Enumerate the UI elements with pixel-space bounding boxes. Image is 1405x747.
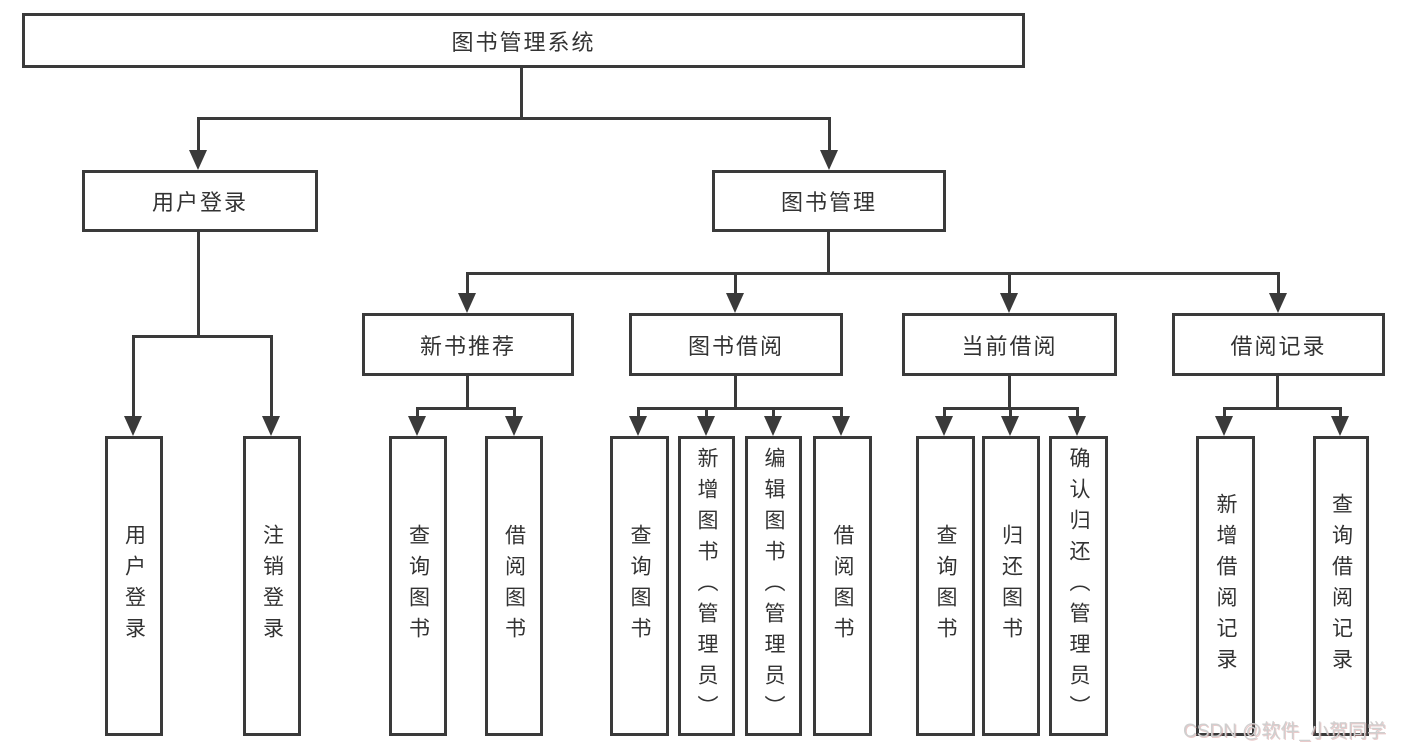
leaf-recommend-borrow-book-label: 借阅图书 [502,524,526,648]
connector-stub-bb-edit [772,407,775,418]
leaf-confirm-return-admin: 确认归还（管理员） [1049,436,1108,736]
connector-book-borrow-vertical [734,376,737,407]
connector-stub-recommend-borrow [513,407,516,418]
connector-stub-cb-query [943,407,946,418]
arrowhead-bb-edit [764,416,782,436]
arrowhead-leaf-logout [262,416,280,436]
arrowhead-book-management [820,150,838,170]
connector-stub-bb-query [637,407,640,418]
connector-root-horizontal [197,117,831,120]
node-library-system-label: 图书管理系统 [451,29,596,55]
connector-stub-bb-add [705,407,708,418]
connector-new-book-recommend-horizontal [416,407,516,410]
connector-stub-book-borrow [734,272,737,295]
leaf-recommend-query-book: 查询图书 [389,436,447,736]
connector-stub-br-add [1223,407,1226,418]
leaf-query-borrow-record-label: 查询借阅记录 [1329,493,1353,679]
connector-stub-bb-borrow [840,407,843,418]
node-library-system: 图书管理系统 [22,13,1025,68]
leaf-recommend-borrow-book: 借阅图书 [485,436,543,736]
leaf-edit-book-admin: 编辑图书（管理员） [745,436,802,736]
arrowhead-br-query [1331,416,1349,436]
connector-book-borrow-horizontal [637,407,843,410]
leaf-add-book-admin-label: 新增图书（管理员） [695,446,718,726]
arrowhead-bb-query [629,416,647,436]
arrowhead-leaf-user-login [124,416,142,436]
node-user-login-label: 用户登录 [151,190,248,215]
node-borrow-record: 借阅记录 [1172,313,1385,376]
node-borrow-record-label: 借阅记录 [1230,333,1327,359]
leaf-return-book: 归还图书 [982,436,1040,736]
leaf-logout: 注销登录 [243,436,301,736]
leaf-borrow-book: 借阅图书 [813,436,872,736]
node-new-book-recommend: 新书推荐 [362,313,574,376]
arrowhead-cb-return [1001,416,1019,436]
arrowhead-new-book-recommend [458,293,476,313]
connector-root-vertical [520,68,523,117]
leaf-add-book-admin: 新增图书（管理员） [678,436,735,736]
connector-stub-recommend-query [416,407,419,418]
leaf-borrow-query-book: 查询图书 [610,436,669,736]
connector-stub-user-login [197,117,200,153]
connector-book-management-horizontal [466,272,1280,275]
connector-stub-leaf-logout [270,335,273,418]
node-user-login: 用户登录 [82,170,318,232]
arrowhead-current-borrow [1000,293,1018,313]
node-current-borrow: 当前借阅 [902,313,1117,376]
node-book-management: 图书管理 [712,170,946,232]
leaf-edit-book-admin-label: 编辑图书（管理员） [762,446,785,726]
connector-stub-leaf-user-login [132,335,135,418]
arrowhead-book-borrow [726,293,744,313]
leaf-query-borrow-record: 查询借阅记录 [1313,436,1369,736]
connector-borrow-record-vertical [1276,376,1279,407]
node-new-book-recommend-label: 新书推荐 [419,333,516,359]
node-book-borrow-label: 图书借阅 [687,333,784,359]
arrowhead-user-login [189,150,207,170]
connector-current-borrow-vertical [1008,376,1011,407]
connector-stub-borrow-record [1277,272,1280,295]
arrowhead-cb-confirm [1068,416,1086,436]
leaf-user-login: 用户登录 [105,436,163,736]
connector-stub-new-book-recommend [466,272,469,295]
arrowhead-br-add [1215,416,1233,436]
connector-stub-cb-return [1009,407,1012,418]
arrowhead-bb-borrow [832,416,850,436]
connector-user-login-horizontal [132,335,273,338]
arrowhead-recommend-borrow [505,416,523,436]
leaf-recommend-query-book-label: 查询图书 [406,524,430,648]
leaf-return-book-label: 归还图书 [999,524,1023,648]
leaf-user-login-label: 用户登录 [122,524,146,648]
connector-user-login-vertical [197,232,200,335]
leaf-confirm-return-admin-label: 确认归还（管理员） [1067,446,1090,726]
node-current-borrow-label: 当前借阅 [961,333,1058,359]
arrowhead-bb-add [697,416,715,436]
csdn-watermark: CSDN @软件_小贺同学 [1183,721,1386,742]
arrowhead-borrow-record [1269,293,1287,313]
connector-stub-br-query [1339,407,1342,418]
node-book-borrow: 图书借阅 [629,313,843,376]
connector-new-book-recommend-vertical [466,376,469,407]
leaf-borrow-query-book-label: 查询图书 [628,524,651,648]
leaf-logout-label: 注销登录 [260,524,284,648]
connector-stub-book-management [828,117,831,153]
connector-book-management-vertical [827,232,830,272]
leaf-add-borrow-record-label: 新增借阅记录 [1214,493,1237,679]
leaf-current-query-book-label: 查询图书 [934,524,957,648]
leaf-current-query-book: 查询图书 [916,436,975,736]
connector-stub-cb-confirm [1076,407,1079,418]
arrowhead-recommend-query [408,416,426,436]
connector-borrow-record-horizontal [1223,407,1342,410]
leaf-add-borrow-record: 新增借阅记录 [1196,436,1255,736]
connector-stub-current-borrow [1008,272,1011,295]
node-book-management-label: 图书管理 [780,190,877,215]
leaf-borrow-book-label: 借阅图书 [831,524,854,648]
arrowhead-cb-query [935,416,953,436]
